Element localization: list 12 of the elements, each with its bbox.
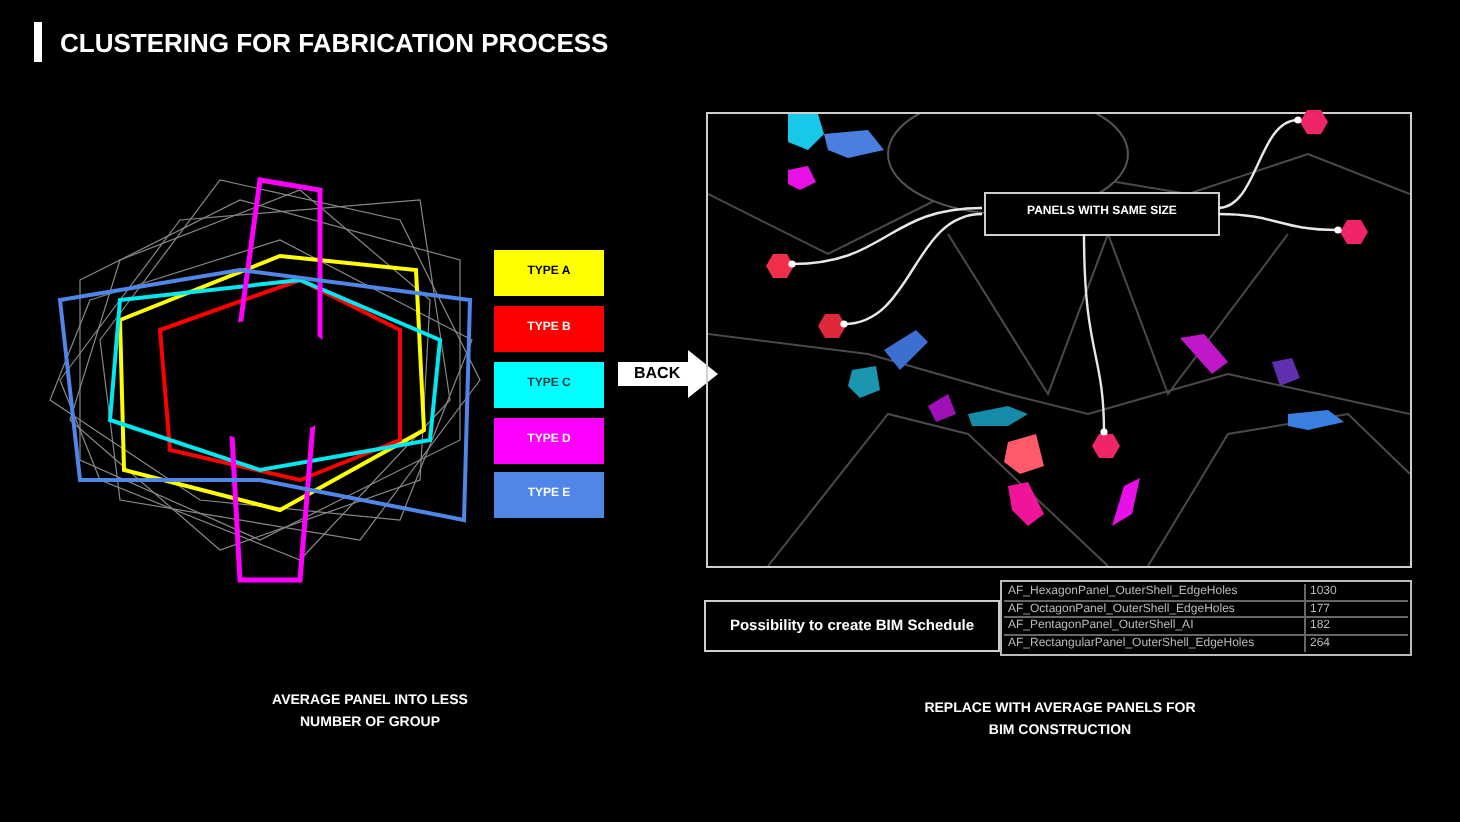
highlighted-panel [1340,220,1368,244]
leader-line [840,212,983,328]
leader-line [1217,116,1302,210]
highlighted-panel [1092,434,1120,458]
leader-line [788,206,983,268]
highlighted-panel [818,314,846,338]
highlighted-panel [766,254,794,278]
arrow-label: BACK [618,350,718,398]
highlighted-panel [1300,110,1328,134]
leader-line [1217,212,1342,234]
leader-line [1082,234,1108,436]
title: CLUSTERING FOR FABRICATION PROCESS [60,26,609,62]
